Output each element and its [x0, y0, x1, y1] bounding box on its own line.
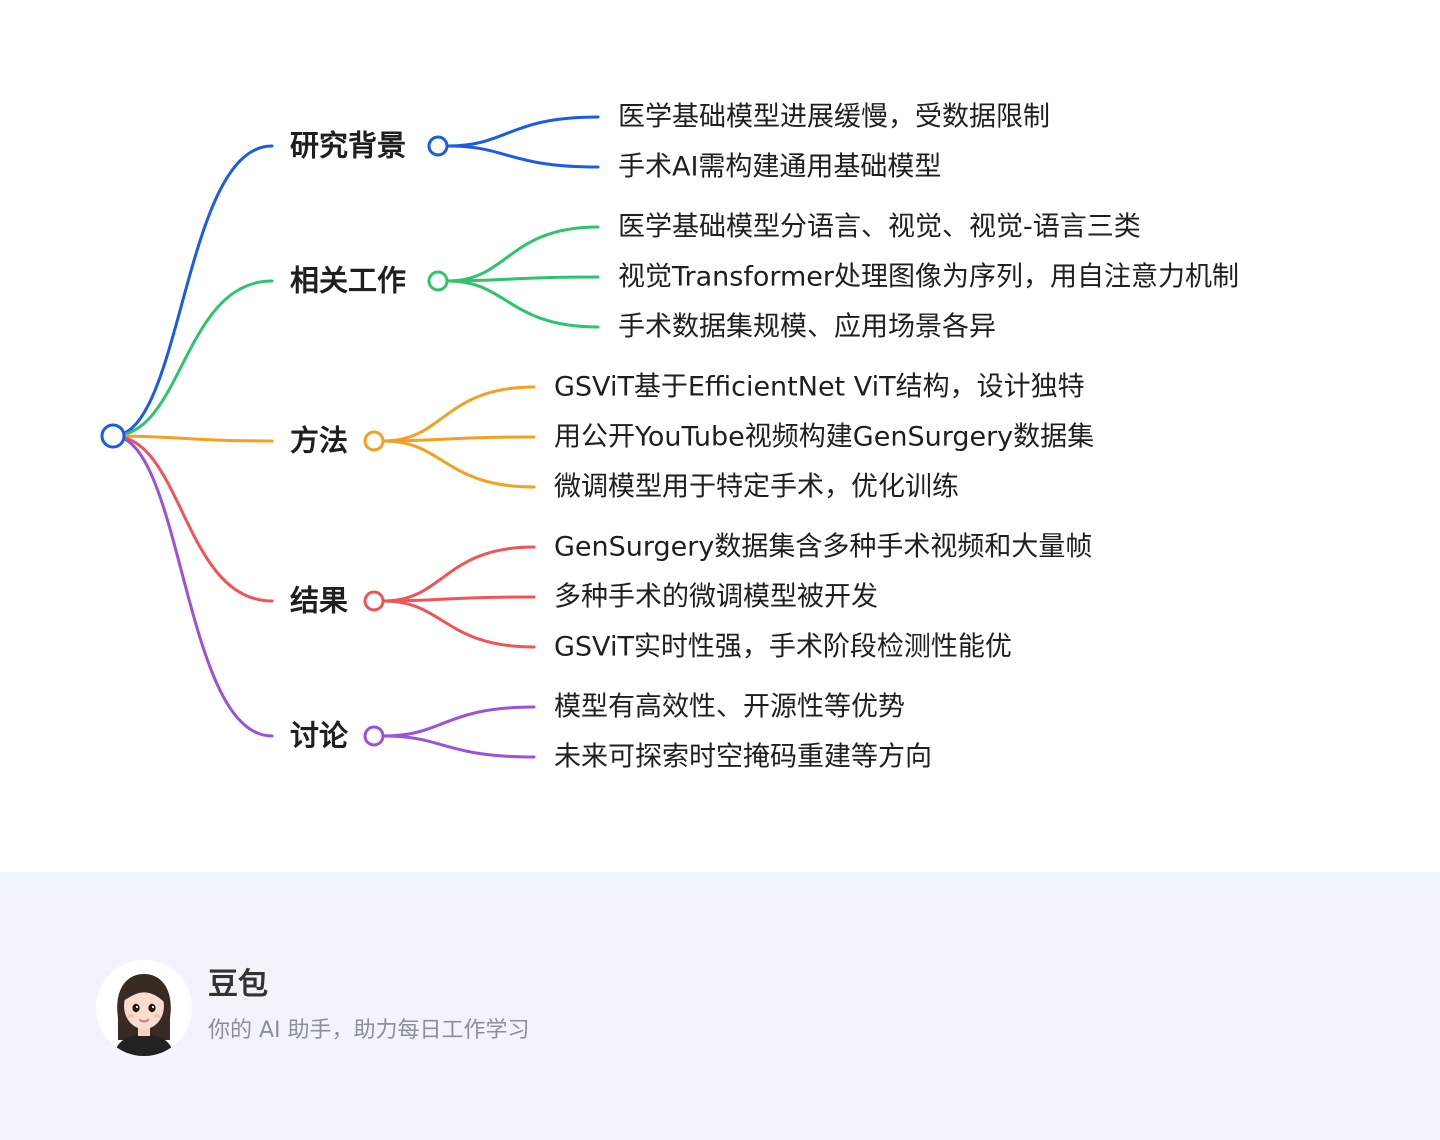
- branch-node: [363, 725, 385, 747]
- leaf-label: GenSurgery数据集含多种手术视频和大量帧: [554, 531, 1093, 563]
- leaf-connector: [446, 225, 600, 283]
- brand-name: 豆包: [208, 967, 268, 1002]
- root-node: [100, 423, 126, 449]
- branch-label: 相关工作: [290, 263, 407, 298]
- branch-node: [363, 430, 385, 452]
- root-connector: [111, 434, 274, 603]
- leaf-connector: [382, 599, 536, 649]
- branch-label: 方法: [290, 423, 349, 458]
- branch-label: 讨论: [290, 718, 349, 753]
- branch-label: 结果: [290, 583, 349, 618]
- mind-map-connectors: [100, 115, 600, 759]
- leaf-connector: [446, 279, 600, 329]
- leaf-label: 医学基础模型分语言、视觉、视觉-语言三类: [618, 211, 1141, 243]
- leaf-connector: [382, 595, 536, 603]
- leaf-connector: [382, 545, 536, 603]
- leaf-label: GSViT实时性强，手术阶段检测性能优: [554, 631, 1012, 663]
- root-connector: [111, 434, 274, 443]
- leaf-label: 视觉Transformer处理图像为序列，用自注意力机制: [618, 261, 1240, 293]
- leaf-connector: [446, 275, 600, 283]
- leaf-label: 手术AI需构建通用基础模型: [618, 151, 942, 183]
- leaf-connector: [446, 115, 600, 148]
- branch-node: [427, 135, 449, 157]
- branch-label: 研究背景: [290, 128, 407, 163]
- leaf-label: 医学基础模型进展缓慢，受数据限制: [618, 101, 1050, 133]
- leaf-connector: [382, 705, 536, 738]
- leaf-label: 模型有高效性、开源性等优势: [554, 691, 905, 723]
- branch-node: [363, 590, 385, 612]
- leaf-label: GSViT基于EfficientNet ViT结构，设计独特: [554, 371, 1085, 403]
- root-connector: [111, 144, 274, 438]
- leaf-connector: [382, 439, 536, 489]
- leaf-connector: [382, 435, 536, 443]
- leaf-label: 用公开YouTube视频构建GenSurgery数据集: [554, 421, 1095, 453]
- root-connector: [111, 279, 274, 438]
- woman-avatar-icon: [96, 960, 192, 1056]
- footer: 豆包 你的 AI 助手，助力每日工作学习: [0, 872, 1440, 1140]
- leaf-connector: [382, 385, 536, 443]
- leaf-label: 未来可探索时空掩码重建等方向: [554, 741, 932, 773]
- root-connector: [111, 434, 274, 738]
- leaf-connector: [382, 734, 536, 759]
- leaf-label: 微调模型用于特定手术，优化训练: [554, 471, 959, 503]
- branch-node: [427, 270, 449, 292]
- leaf-connector: [446, 144, 600, 169]
- brand-tagline: 你的 AI 助手，助力每日工作学习: [208, 1018, 530, 1043]
- leaf-label: 多种手术的微调模型被开发: [554, 581, 878, 613]
- mind-map: 研究背景 医学基础模型进展缓慢，受数据限制手术AI需构建通用基础模型相关工作 医学基…: [100, 101, 1240, 773]
- leaf-label: 手术数据集规模、应用场景各异: [618, 311, 996, 343]
